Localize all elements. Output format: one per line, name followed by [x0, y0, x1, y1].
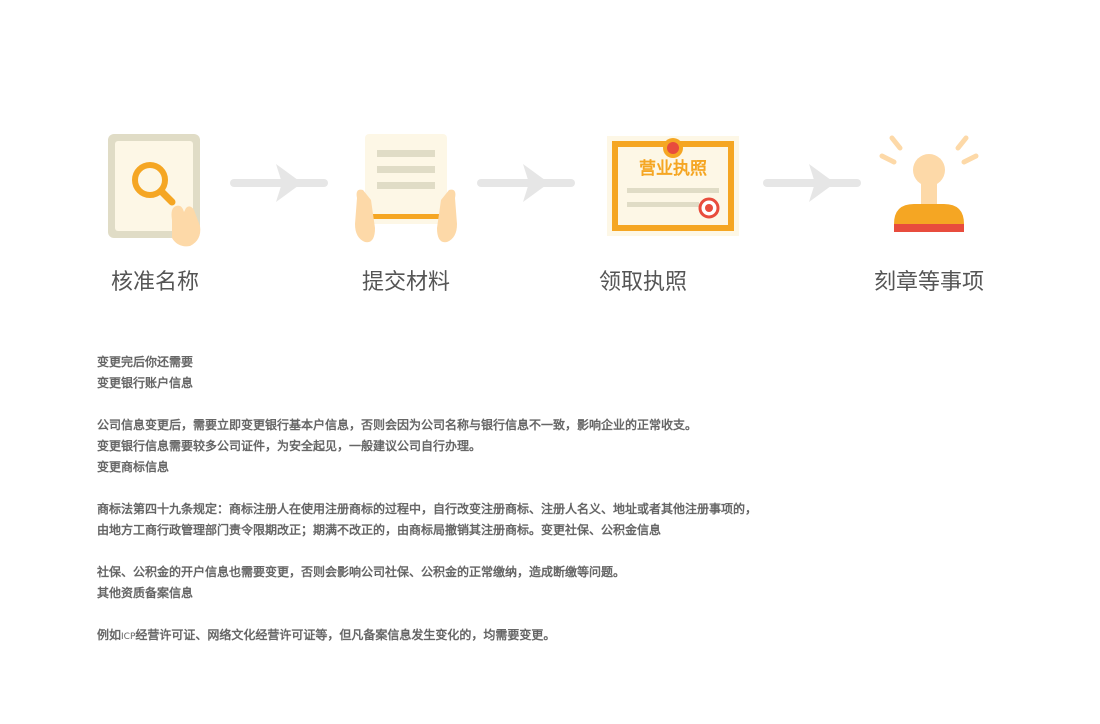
paragraph: 例如ICP经营许可证、网络文化经营许可证等，但凡备案信息发生变化的，均需要变更。 [97, 625, 1057, 648]
text-suffix: 经营许可证、网络文化经营许可证等，但凡备案信息发生变化的，均需要变更。 [135, 628, 556, 642]
documents-hands-icon [355, 134, 457, 243]
paragraph: 变更完后你还需要 [97, 355, 194, 369]
step-get-license: 营业执照 领取执照 [573, 128, 773, 295]
paragraph: 公司信息变更后，需要立即变更银行基本户信息，否则会因为公司名称与银行信息不一致，… [97, 418, 698, 432]
section-heading: 变更商标信息 [97, 460, 170, 474]
process-steps: 核准名称 提交材料 营业执照 [0, 0, 1100, 320]
step-seal-engraving: 刻章等事项 [829, 128, 1029, 295]
search-document-icon [108, 134, 201, 247]
paragraph: 变更银行信息需要较多公司证件，为安全起见，一般建议公司自行办理。 [97, 439, 482, 453]
arrow-right-icon [477, 164, 575, 202]
paragraph: 由地方工商行政管理部门责令限期改正；期满不改正的，由商标局撤销其注册商标。变更社… [97, 523, 662, 537]
step-label: 刻章等事项 [873, 270, 984, 295]
business-license-icon: 营业执照 [607, 136, 739, 236]
arrow-right-icon [763, 164, 861, 202]
step-submit-materials: 提交材料 [306, 128, 506, 295]
step-label: 提交材料 [361, 270, 450, 295]
arrow-right-icon [230, 164, 328, 202]
license-title: 营业执照 [639, 158, 707, 179]
article-body: 变更完后你还需要 变更银行账户信息 公司信息变更后，需要立即变更银行基本户信息，… [97, 352, 1057, 648]
paragraph: 商标法第四十九条规定：商标注册人在使用注册商标的过程中，自行改变注册商标、注册人… [97, 502, 758, 516]
section-heading: 变更银行账户信息 [97, 376, 194, 390]
section-heading: 其他资质备案信息 [97, 586, 194, 600]
step-label: 核准名称 [110, 270, 199, 295]
stamp-icon [879, 135, 979, 232]
step-label: 领取执照 [598, 270, 687, 295]
step-approve-name: 核准名称 [55, 128, 255, 295]
text-icp: ICP [121, 632, 136, 642]
text-prefix: 例如 [97, 628, 122, 642]
paragraph: 社保、公积金的开户信息也需要变更，否则会影响公司社保、公积金的正常缴纳，造成断缴… [97, 565, 626, 579]
